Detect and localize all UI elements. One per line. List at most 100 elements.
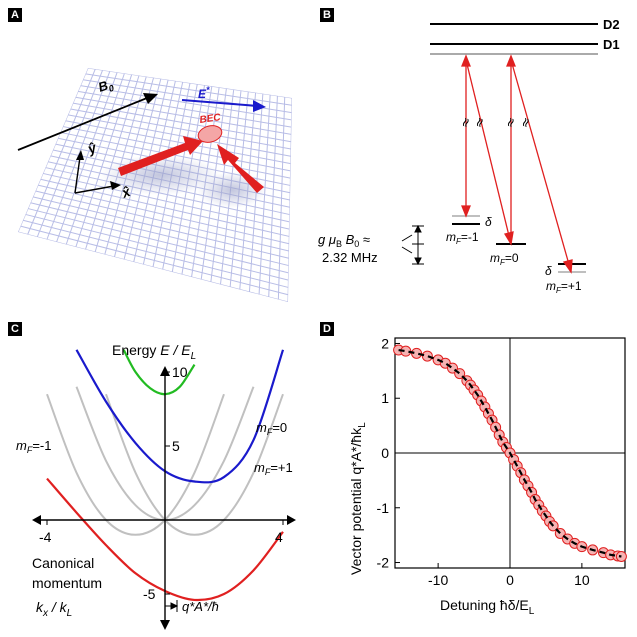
d-y-tick-label: -2 bbox=[377, 555, 390, 571]
c-y-axis-head-top bbox=[160, 366, 170, 376]
c-mf-minus1-sub: F bbox=[27, 445, 33, 455]
d1-label: D1 bbox=[603, 37, 620, 52]
d-fit-curve bbox=[398, 348, 622, 558]
c-middle-band bbox=[75, 349, 285, 484]
c-title-var: E / E bbox=[160, 342, 191, 358]
mf-plus1-value: =+1 bbox=[561, 279, 582, 293]
mf-zero-sub: F bbox=[500, 258, 506, 267]
delta-label-lower: δ bbox=[545, 264, 552, 278]
c-shift-marker bbox=[165, 600, 179, 612]
d2-label: D2 bbox=[603, 17, 620, 32]
d-y-tick-label: -1 bbox=[377, 500, 390, 516]
bec-label: BEC bbox=[199, 112, 222, 126]
d-xlabel: Detuning ħδ/E bbox=[440, 597, 529, 613]
mf-minus1-sub: F bbox=[456, 237, 462, 246]
mf-plus1-m: m bbox=[546, 279, 556, 293]
d-x-tick-label: -10 bbox=[428, 572, 448, 588]
estar-label: E bbox=[198, 87, 207, 101]
b0-arrow bbox=[17, 95, 153, 151]
zeeman-approx: ≈ bbox=[359, 232, 370, 247]
svg-text:Energy E / EL: Energy E / EL bbox=[112, 342, 196, 362]
b0-arrow-head bbox=[143, 93, 158, 104]
bec-cloud bbox=[197, 125, 223, 143]
break-mark-2: ≈ bbox=[471, 115, 489, 130]
grid-line-row bbox=[22, 219, 289, 288]
c-shift-label: q*A*/ħ bbox=[182, 599, 219, 614]
d-ylabel-sub: L bbox=[357, 422, 368, 428]
c-x-axis-head-right bbox=[287, 515, 296, 525]
c-mf-zero-m: m bbox=[256, 420, 267, 435]
d-xlabel-sub: L bbox=[529, 606, 535, 617]
c-mf-plus1-value: =+1 bbox=[270, 460, 292, 475]
grid-line-row bbox=[25, 213, 289, 281]
d-y-tick-label: 0 bbox=[381, 445, 389, 461]
break-mark-4: ≈ bbox=[517, 115, 535, 130]
d-data-point bbox=[421, 350, 433, 362]
svg-text:kx / kL: kx / kL bbox=[36, 599, 72, 619]
c-upper-band bbox=[122, 349, 196, 396]
raman-transitions bbox=[461, 54, 573, 274]
x-axis-head bbox=[110, 181, 121, 190]
panel-c-tag: C bbox=[8, 322, 22, 336]
svg-text:Detuning ħδ/EL: Detuning ħδ/EL bbox=[440, 597, 535, 617]
c-title-prefix: Energy bbox=[112, 342, 160, 358]
grid-line-row bbox=[32, 196, 289, 259]
zeeman-splitting-bracket bbox=[401, 224, 424, 266]
zeeman-mu-sub: B bbox=[336, 239, 342, 249]
svg-text:mF=+1: mF=+1 bbox=[254, 460, 293, 477]
d-y-tick-label: 2 bbox=[381, 335, 389, 351]
grid-line-row bbox=[20, 225, 289, 296]
c-y-tick-label: 5 bbox=[172, 438, 180, 454]
d-ylabel: Vector potential q*A*/ħk bbox=[348, 427, 364, 575]
mf-minus1-m: m bbox=[446, 230, 456, 244]
svg-text:mF=-1: mF=-1 bbox=[446, 230, 479, 246]
c-xlabel-sub-x: x bbox=[42, 608, 49, 619]
grid-line-row bbox=[27, 208, 289, 274]
c-x-tick-label: -4 bbox=[39, 529, 52, 545]
svg-text:g μB B0 ≈: g μB B0 ≈ bbox=[318, 232, 370, 249]
c-xlabel-k: k bbox=[36, 599, 44, 615]
c-bare-mf-minus1 bbox=[46, 393, 225, 536]
grid-line-col bbox=[268, 95, 278, 298]
svg-text:mF=-1: mF=-1 bbox=[16, 438, 52, 455]
break-mark-3: ≈ bbox=[502, 115, 520, 130]
c-mf-plus1-m: m bbox=[254, 460, 265, 475]
c-xlabel-sub-l: L bbox=[67, 608, 73, 619]
c-xlabel-line1: Canonical bbox=[32, 555, 94, 571]
d-y-tick-label: 1 bbox=[381, 390, 389, 406]
c-xlabel-mid: / k bbox=[48, 599, 68, 615]
mf-zero-value: =0 bbox=[505, 251, 519, 265]
c-mf-minus1-m: m bbox=[16, 438, 27, 453]
c-mf-zero-value: =0 bbox=[272, 420, 287, 435]
delta-label-upper: δ bbox=[485, 215, 492, 229]
zeeman-b-sub: 0 bbox=[354, 239, 359, 249]
svg-text:mF=0: mF=0 bbox=[256, 420, 287, 437]
d-x-tick-label: 10 bbox=[574, 572, 590, 588]
grid-line-row bbox=[37, 184, 290, 245]
svg-text:Vector potential q*A*/ħkL: Vector potential q*A*/ħkL bbox=[348, 422, 368, 575]
d-x-tick-label: 0 bbox=[506, 572, 514, 588]
estar-arrow-head bbox=[253, 100, 266, 112]
y-axis bbox=[74, 156, 81, 194]
panel-d-tag: D bbox=[320, 322, 334, 336]
panel-a-illustration: B0 E* BEC ŷ x̂ bbox=[17, 68, 292, 302]
estar-superscript: * bbox=[206, 85, 210, 95]
zeeman-g-mu: g μ bbox=[318, 232, 336, 247]
mf-minus1-value: =-1 bbox=[461, 230, 479, 244]
svg-text:mF=+1: mF=+1 bbox=[546, 279, 582, 295]
raman-beam-right bbox=[217, 144, 264, 193]
mf-zero-m: m bbox=[490, 251, 500, 265]
panel-b-tag: B bbox=[320, 8, 334, 22]
c-y-axis-head-bottom bbox=[160, 620, 170, 630]
zeeman-value: 2.32 MHz bbox=[322, 250, 378, 265]
c-x-tick-label: 4 bbox=[275, 529, 283, 545]
c-mf-plus1-sub: F bbox=[265, 467, 271, 477]
svg-text:mF=0: mF=0 bbox=[490, 251, 519, 267]
grid-line-row bbox=[42, 172, 290, 230]
panel-b-level-diagram: D2 D1 δ δ ≈ ≈ ≈ ≈ mF=-1 mF=0 mF=+1 g μB … bbox=[318, 17, 620, 295]
svg-text:B0: B0 bbox=[96, 76, 115, 97]
c-y-tick-label: 10 bbox=[172, 364, 188, 380]
grid-line-row bbox=[30, 202, 289, 267]
